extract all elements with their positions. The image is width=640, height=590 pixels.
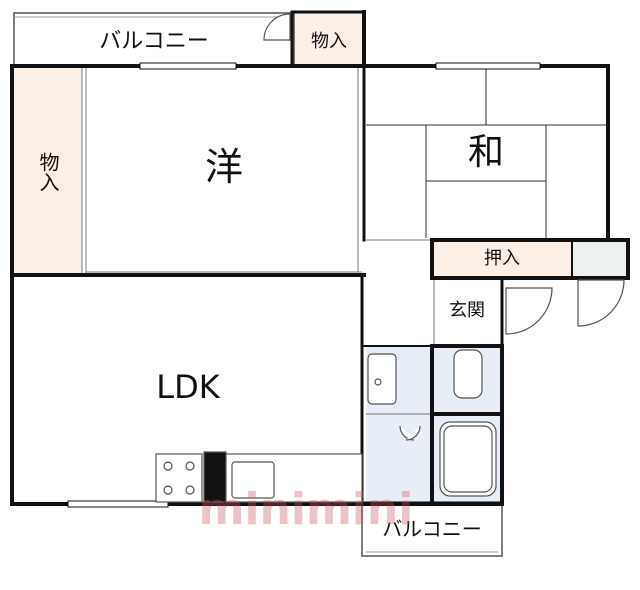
top-closet-label: 物入 <box>311 31 347 52</box>
ldk-label: LDK <box>156 368 220 406</box>
top-closet-area <box>294 13 364 65</box>
western-room-label: 洋 <box>205 145 243 189</box>
left-closet-label: 物入 <box>36 152 60 192</box>
windows <box>67 62 541 508</box>
thin-lines <box>81 67 435 415</box>
top-balcony-label: バルコニー <box>99 29 209 54</box>
oshiire-label: 押入 <box>484 248 520 269</box>
fixtures <box>155 349 497 503</box>
tatami-lines <box>366 67 606 238</box>
door-swings <box>263 13 625 441</box>
small-closet-area <box>573 240 627 276</box>
japanese-room-label: 和 <box>468 132 504 173</box>
left-closet-area <box>14 67 82 275</box>
entrance-label: 玄関 <box>449 300 485 321</box>
watermark: minimini <box>199 484 414 535</box>
oshiire-area <box>434 240 572 276</box>
walls <box>10 10 630 506</box>
bottom-balcony-label: バルコニー <box>382 517 482 541</box>
